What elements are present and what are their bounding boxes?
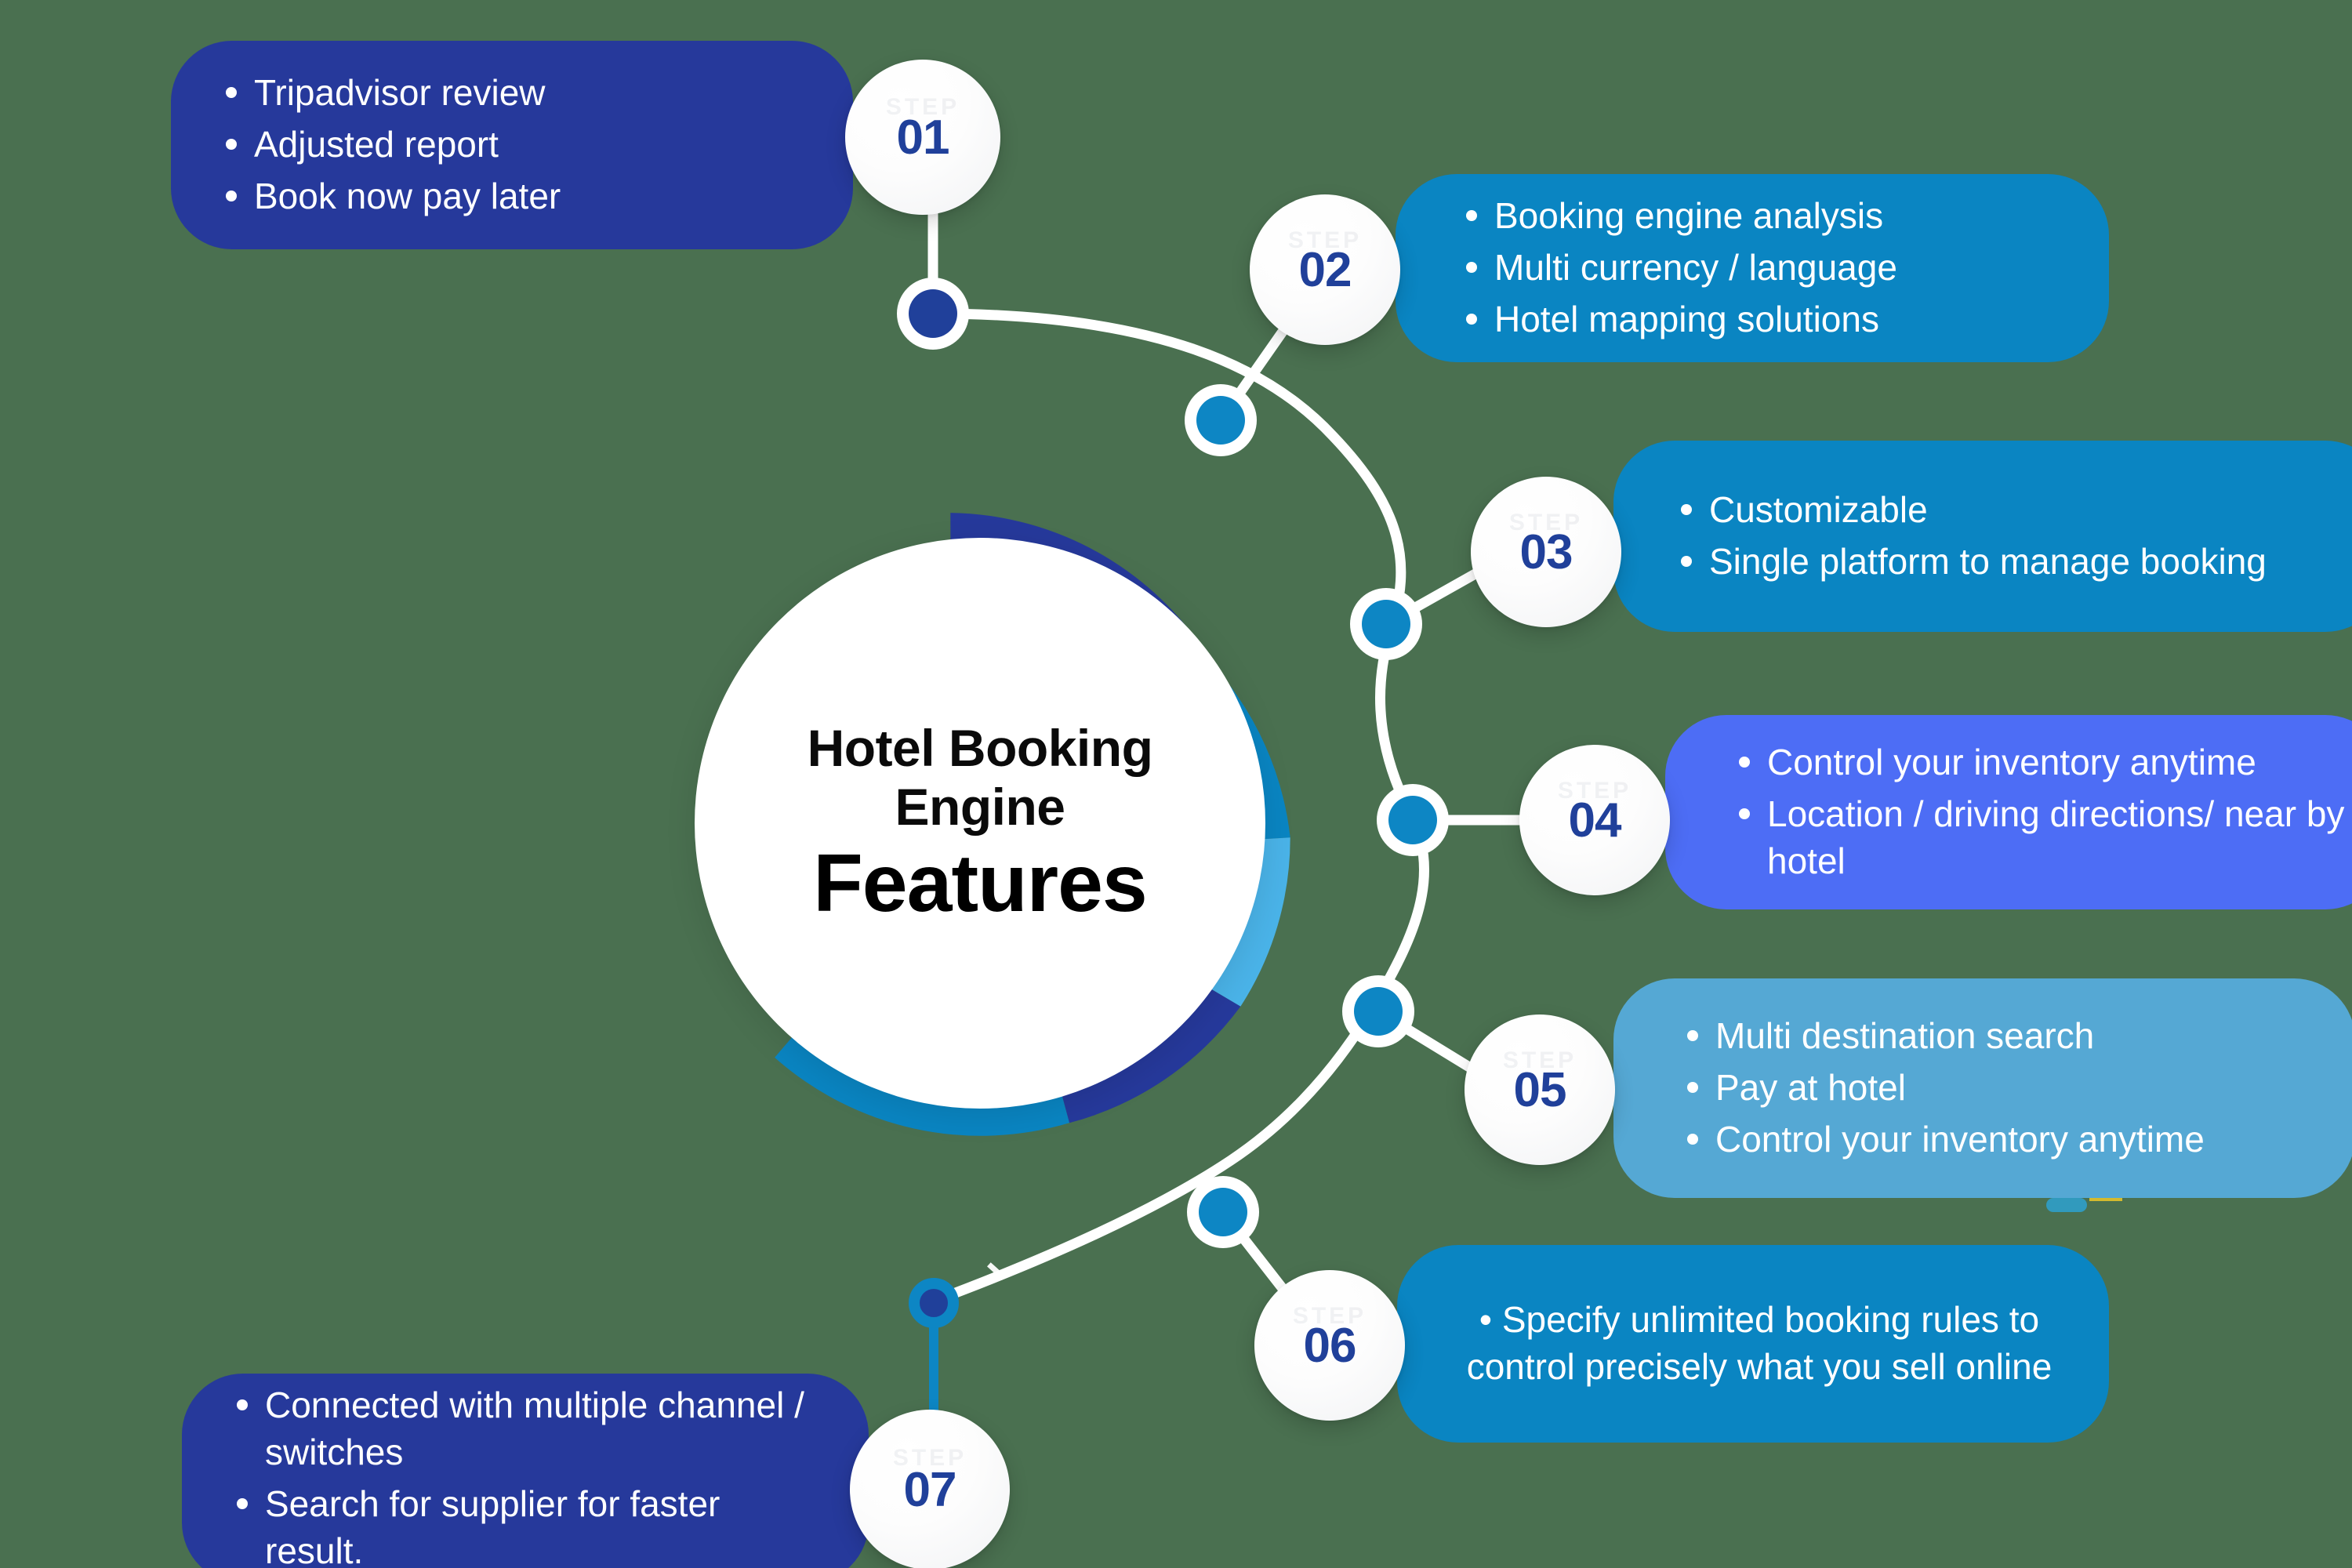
pill-02[interactable]: Booking engine analysis Multi currency /…	[1396, 174, 2109, 362]
node-07-stem	[929, 1317, 938, 1421]
pill-03[interactable]: Customizable Single platform to manage b…	[1613, 441, 2352, 632]
pill-02-list: Booking engine analysis Multi currency /…	[1460, 188, 2065, 347]
badge-05[interactable]: STEP 05	[1465, 1014, 1615, 1165]
pill-01-item-1: Adjusted report	[220, 122, 806, 169]
pill-02-item-2: Hotel mapping solutions	[1460, 296, 2065, 343]
hub-title-line2: Engine	[895, 778, 1065, 837]
badge-06-number: 06	[1303, 1318, 1357, 1373]
node-01	[897, 278, 969, 350]
pill-01-list: Tripadvisor review Adjusted report Book …	[220, 65, 806, 224]
badge-07-watermark: STEP	[892, 1444, 967, 1471]
node-03	[1350, 588, 1422, 660]
badge-02-number: 02	[1298, 242, 1352, 297]
central-hub: Hotel Booking Engine Features	[632, 475, 1328, 1171]
pill-01[interactable]: Tripadvisor review Adjusted report Book …	[171, 41, 853, 249]
pill-07[interactable]: Connected with multiple channel / switch…	[182, 1374, 869, 1568]
badge-03-number: 03	[1519, 524, 1573, 579]
pill-04-item-0: Control your inventory anytime	[1733, 739, 2350, 786]
hub-title-line1: Hotel Booking	[807, 718, 1153, 777]
hub-core: Hotel Booking Engine Features	[695, 538, 1265, 1109]
badge-06[interactable]: STEP 06	[1254, 1270, 1405, 1421]
pill-06[interactable]: Specify unlimited booking rules to contr…	[1397, 1245, 2109, 1443]
badge-03-watermark: STEP	[1508, 510, 1584, 536]
badge-05-watermark: STEP	[1502, 1047, 1577, 1074]
badge-03[interactable]: STEP 03	[1471, 477, 1621, 627]
node-06	[1187, 1176, 1259, 1248]
pill-07-item-1: Search for supplier for faster result.	[230, 1481, 825, 1568]
badge-07-number: 07	[903, 1462, 957, 1517]
badge-01-watermark: STEP	[885, 93, 960, 120]
node-04	[1377, 784, 1449, 856]
badge-04[interactable]: STEP 04	[1519, 745, 1670, 895]
pill-01-item-0: Tripadvisor review	[220, 70, 806, 117]
pill-05-item-2: Control your inventory anytime	[1681, 1116, 2327, 1163]
pill-04-list: Control your inventory anytime Location …	[1733, 735, 2350, 889]
pill-06-item-0: Specify unlimited booking rules to contr…	[1452, 1297, 2067, 1391]
badge-01[interactable]: STEP 01	[845, 60, 1000, 215]
pill-07-list: Connected with multiple channel / switch…	[230, 1377, 825, 1568]
stray-tick-artifact	[986, 1262, 1007, 1280]
pill-05-item-1: Pay at hotel	[1681, 1065, 2327, 1112]
teal-edge-artifact	[2046, 1198, 2087, 1212]
pill-01-item-2: Book now pay later	[220, 173, 806, 220]
pill-07-item-0: Connected with multiple channel / switch…	[230, 1382, 825, 1476]
node-02	[1185, 384, 1257, 456]
hub-title-emphasis: Features	[813, 838, 1148, 930]
badge-04-watermark: STEP	[1557, 778, 1632, 804]
pill-02-item-1: Multi currency / language	[1460, 245, 2065, 292]
node-07-nub	[909, 1278, 959, 1328]
badge-02-watermark: STEP	[1287, 227, 1363, 254]
node-05	[1342, 975, 1414, 1047]
badge-05-number: 05	[1513, 1062, 1567, 1117]
pill-03-list: Customizable Single platform to manage b…	[1675, 482, 2343, 590]
badge-04-number: 04	[1568, 793, 1622, 848]
pill-03-item-1: Single platform to manage booking	[1675, 539, 2343, 586]
badge-01-number: 01	[896, 110, 950, 165]
pill-04-item-1: Location / driving directions/ near by h…	[1733, 791, 2350, 885]
pill-03-item-0: Customizable	[1675, 487, 2343, 534]
pill-02-item-0: Booking engine analysis	[1460, 193, 2065, 240]
badge-02[interactable]: STEP 02	[1250, 194, 1400, 345]
badge-07[interactable]: STEP 07	[850, 1410, 1010, 1568]
pill-06-list: Specify unlimited booking rules to contr…	[1452, 1292, 2067, 1396]
pill-05-list: Multi destination search Pay at hotel Co…	[1681, 1008, 2327, 1167]
pill-04[interactable]: Control your inventory anytime Location …	[1665, 715, 2352, 909]
pill-05-item-0: Multi destination search	[1681, 1013, 2327, 1060]
pill-05[interactable]: Multi destination search Pay at hotel Co…	[1613, 978, 2352, 1198]
